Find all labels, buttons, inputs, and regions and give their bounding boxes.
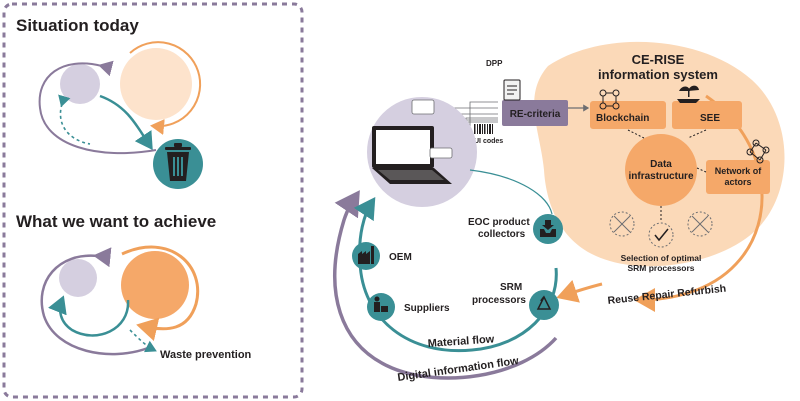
teal-dashed-arc [58,94,91,145]
heading-what-we-want: What we want to achieve [16,212,216,231]
re-criteria-box [502,100,568,126]
see-label: SEE [700,113,720,124]
product-circle-large [120,48,192,120]
network-label-1: Network of [715,166,763,176]
material-flow-upper [469,169,553,215]
network-label-2: actors [724,177,751,187]
blockchain-box [590,101,666,129]
goal-graphic [40,245,200,356]
document-icon [503,79,521,101]
srm-processors-node [529,290,559,320]
reuse-arrow-to-srm [556,279,603,303]
data-infra-label-2: infrastructure [628,171,693,182]
ui-codes-label: UI codes [474,138,503,145]
digital-flow-label: Digital information flow [397,355,520,384]
reuse-repair-refurbish-label: Reuse Repair Refurbish [607,283,727,307]
network-icon [746,139,770,164]
digital-information-flow-arc [333,190,558,380]
srm-label-1: SRM [500,282,522,293]
worker-icon [374,296,388,312]
cross-icon [687,211,713,237]
selection-label-2: SRM processors [627,263,694,273]
eoc-label-1: EOC product [468,217,530,228]
purple-open-arc [38,60,157,155]
barcode-icon [474,124,493,134]
oem-label: OEM [389,252,412,263]
selection-label-1: Selection of optimal [621,253,702,263]
data-infra-label-1: Data [650,159,672,170]
cross-icon [609,211,635,237]
suppliers-label: Suppliers [404,303,450,314]
orange-return-arc [121,245,200,342]
waste-prevention-dashed [129,329,157,353]
orange-open-arc [129,41,202,135]
info-system-title-1: CE-RISE [632,52,685,67]
teal-loop-arc [48,295,130,337]
recycle-icon [536,295,552,310]
reuse-arc [634,94,764,312]
left-panel-border [2,2,304,399]
blockchain-label: Blockchain [596,113,649,124]
srm-label-2: processors [472,295,526,306]
teal-to-waste-arrow [99,94,153,151]
laptop-icon [372,126,452,184]
info-system-connectors [627,129,707,222]
checkmark-icon [648,222,674,248]
dpp-label: DPP [486,59,503,68]
data-infrastructure-circle [625,134,697,206]
waste-prevention-label: Waste prevention [160,349,252,361]
product-circle-small-goal [59,259,97,297]
purple-loop-arc [40,247,149,356]
network-of-actors-box [706,160,770,194]
heading-situation-today: Situation today [16,16,139,35]
product-circle-small [60,64,100,104]
re-criteria-label: RE-criteria [510,109,561,120]
product-circle-large-filled [121,251,189,319]
material-flow-label: Material flow [427,333,495,350]
factory-icon [358,246,374,264]
situation-today-graphic [38,41,203,189]
see-box [672,101,742,129]
blockchain-icon [599,89,620,110]
info-system-title-2: information system [598,67,718,82]
plant-hand-icon [677,85,700,103]
inbox-icon [540,220,556,237]
eoc-label-2: collectors [478,229,526,240]
small-devices-icon [411,99,453,159]
